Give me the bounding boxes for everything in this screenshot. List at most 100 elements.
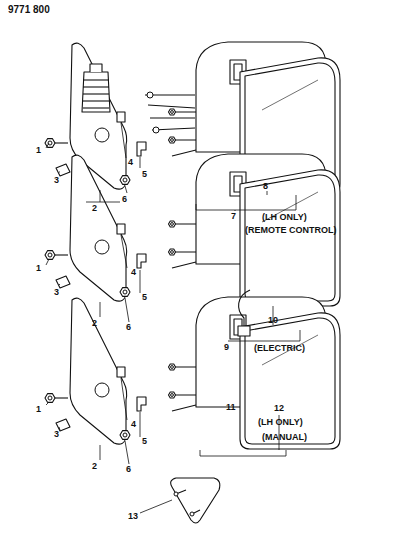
illustration-stroke (169, 364, 176, 370)
mirror-assembly (45, 297, 340, 449)
variant-note: (LH ONLY) (258, 418, 303, 427)
illustration-stroke (120, 288, 130, 297)
illustration-stroke (46, 259, 49, 265)
illustration-stroke (117, 367, 125, 377)
illustration-stroke (137, 142, 146, 156)
illustration-stroke (55, 397, 68, 398)
illustration-stroke (171, 394, 174, 397)
illustration-stroke (121, 235, 127, 268)
illustration-stroke (46, 143, 49, 148)
illustration-stroke (169, 392, 176, 398)
callout-number: 6 (126, 465, 131, 474)
illustration-stroke (174, 492, 178, 496)
illustration-stroke (86, 202, 120, 203)
illustration-stroke (117, 224, 125, 234)
illustration-stroke (125, 441, 129, 464)
illustration-stroke (137, 397, 146, 411)
illustration-stroke (95, 383, 109, 397)
illustration-stroke (169, 109, 176, 115)
illustration-stroke (196, 195, 296, 210)
callout-number: 1 (36, 264, 41, 273)
illustration-stroke (46, 402, 49, 405)
illustration-stroke (125, 298, 129, 322)
variant-note: (LH ONLY) (262, 213, 307, 222)
illustration-stroke (56, 276, 70, 288)
callout-number: 5 (142, 293, 147, 302)
callout-number: 5 (142, 437, 147, 446)
illustration-stroke (137, 254, 146, 268)
illustration-stroke (70, 298, 127, 444)
illustration-stroke (83, 107, 109, 108)
callout-number: 4 (131, 420, 136, 429)
illustration-stroke (200, 450, 286, 456)
illustration-stroke (83, 100, 109, 101)
illustration-stroke (100, 445, 101, 460)
illustration-stroke (45, 139, 55, 148)
illustration-stroke (55, 254, 68, 255)
callout-number: 1 (36, 146, 41, 155)
callout-number: 3 (54, 288, 59, 297)
illustration-stroke (48, 396, 52, 400)
illustration-stroke (171, 139, 174, 142)
illustration-stroke (169, 137, 176, 143)
callout-number: 3 (54, 430, 59, 439)
illustration-stroke (171, 223, 174, 226)
illustration-stroke (123, 433, 127, 437)
illustration-stroke (121, 123, 126, 158)
variant-note: (MANUAL) (262, 433, 307, 442)
illustration-stroke (169, 249, 176, 255)
illustration-stroke (125, 186, 127, 193)
illustration-stroke (228, 330, 300, 341)
illustration-stroke (55, 142, 68, 143)
illustration-stroke (140, 270, 141, 293)
callout-number: 12 (274, 404, 284, 413)
callout-number: 4 (128, 158, 133, 167)
illustration-stroke (140, 412, 141, 437)
callout-number: 11 (226, 403, 236, 412)
illustration-stroke (235, 210, 236, 211)
callout-number: 3 (54, 176, 59, 185)
illustration-stroke (45, 394, 55, 403)
illustration-stroke (45, 251, 55, 260)
illustration-stroke (171, 111, 174, 114)
callout-number: 5 (142, 170, 147, 179)
illustration-stroke (240, 313, 340, 449)
illustration-stroke (171, 366, 174, 369)
illustration-stroke (123, 290, 127, 294)
illustration-stroke (100, 302, 101, 317)
illustration-stroke (59, 172, 60, 173)
illustration-stroke (147, 92, 153, 98)
callout-number: 1 (36, 405, 41, 414)
illustration-stroke (117, 112, 125, 122)
illustration-stroke (83, 93, 109, 94)
callout-number: 2 (92, 462, 97, 471)
callout-number: 2 (92, 319, 97, 328)
illustration-stroke (172, 224, 196, 268)
illustration-stroke (240, 170, 340, 306)
illustration-stroke (82, 72, 110, 112)
illustration-stroke (121, 378, 127, 420)
illustration-stroke (100, 190, 101, 202)
callout-number: 8 (263, 182, 268, 191)
illustration-stroke (239, 290, 250, 326)
illustration-stroke (95, 240, 109, 254)
callout-number: 2 (92, 204, 97, 213)
illustration-stroke (172, 367, 196, 411)
illustration-stroke (123, 178, 127, 182)
callout-number: 13 (128, 512, 138, 521)
illustration-stroke (90, 64, 102, 72)
illustration-stroke (171, 251, 174, 254)
illustration-stroke (59, 427, 60, 430)
callout-number: 7 (231, 212, 236, 221)
illustration-stroke (190, 512, 194, 516)
figure-number: 9771 800 (8, 5, 50, 15)
illustration-stroke (70, 155, 127, 301)
variant-note: (ELECTRIC) (254, 344, 305, 353)
callout-number: 4 (131, 268, 136, 277)
illustration-stroke (83, 86, 109, 87)
callout-number: 6 (122, 195, 127, 204)
illustration-stroke (176, 490, 200, 514)
illustration-stroke (48, 253, 52, 257)
